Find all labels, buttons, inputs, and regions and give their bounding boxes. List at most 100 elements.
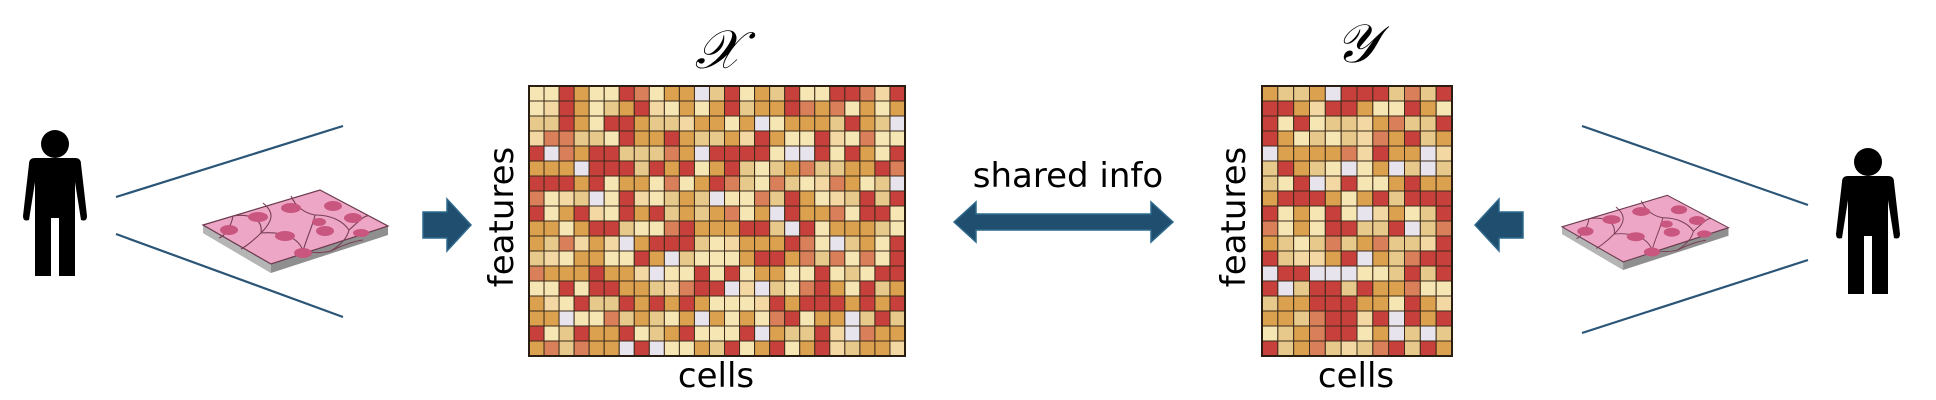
matrix-x-cell	[588, 325, 605, 342]
matrix-x-cell	[874, 130, 891, 147]
matrix-x-features-label: features	[482, 147, 522, 287]
matrix-x-cell	[814, 235, 831, 252]
matrix-x-cell	[799, 190, 816, 207]
matrix-x-cell	[829, 205, 846, 222]
matrix-x-cell	[558, 160, 575, 177]
matrix-y-cell	[1340, 160, 1358, 177]
matrix-x-cell	[528, 160, 545, 177]
matrix-x-cell	[663, 340, 680, 357]
matrix-y-cell	[1340, 130, 1358, 147]
matrix-y-cell	[1356, 325, 1374, 342]
matrix-x-cell	[754, 100, 771, 117]
matrix-x-cell	[814, 280, 831, 297]
matrix-x-cell	[558, 295, 575, 312]
matrix-x-cell	[648, 85, 665, 102]
matrix-x-cell	[829, 115, 846, 132]
matrix-y-cell	[1309, 325, 1326, 342]
matrix-y-cell	[1340, 145, 1358, 162]
matrix-x-cell	[769, 250, 786, 267]
matrix-x-cell	[859, 175, 876, 192]
matrix-y-grid	[1261, 85, 1453, 357]
matrix-x-cell	[724, 310, 741, 327]
matrix-x-cell	[859, 85, 876, 102]
left-subject	[23, 124, 389, 319]
matrix-x-cell	[588, 340, 605, 357]
matrix-x-cell	[754, 205, 771, 222]
matrix-x-cell	[844, 205, 861, 222]
matrix-y-cell	[1309, 220, 1326, 237]
matrix-y-cell	[1435, 250, 1453, 267]
matrix-x-cell	[754, 175, 771, 192]
matrix-x-cell	[859, 340, 876, 357]
matrix-y-cell	[1324, 310, 1342, 327]
matrix-x-cell	[724, 295, 741, 312]
matrix-x-cell	[724, 265, 741, 282]
matrix-x-cell	[799, 130, 816, 147]
matrix-x-cell	[799, 100, 816, 117]
matrix-y-cell	[1419, 205, 1437, 222]
matrix-x-cell	[799, 205, 816, 222]
matrix-x-cell	[844, 160, 861, 177]
right-arrow-left-icon	[1473, 197, 1524, 253]
matrix-y-cell	[1309, 100, 1326, 117]
right-sight-line-top	[1581, 124, 1809, 207]
matrix-x-cell	[528, 280, 545, 297]
matrix-x-cell	[693, 175, 710, 192]
matrix-x-cell	[618, 250, 635, 267]
matrix-x-cell	[799, 85, 816, 102]
matrix-x-cell	[784, 235, 801, 252]
matrix-x-cell	[633, 325, 650, 342]
matrix-y-cell	[1324, 265, 1342, 282]
matrix-x-cell	[678, 280, 695, 297]
matrix-y-cell	[1277, 205, 1295, 222]
matrix-x-cell	[769, 160, 786, 177]
matrix-x-cell	[708, 100, 726, 117]
matrix-x-cell	[889, 220, 906, 237]
matrix-x-cell	[663, 145, 680, 162]
matrix-x-cell	[874, 340, 891, 357]
matrix-y-cell	[1435, 265, 1453, 282]
matrix-x-cell	[603, 100, 620, 117]
matrix-x-cell	[769, 115, 786, 132]
matrix-x-cell	[588, 265, 605, 282]
matrix-x-cell	[603, 235, 620, 252]
matrix-x-cell	[769, 190, 786, 207]
matrix-x-cell	[648, 160, 665, 177]
matrix-x-cell	[678, 145, 695, 162]
matrix-y-cell	[1419, 310, 1437, 327]
matrix-y-cell	[1309, 175, 1326, 192]
matrix-x-cell	[588, 235, 605, 252]
matrix-x-cell	[558, 190, 575, 207]
matrix-x-cell	[678, 295, 695, 312]
matrix-y-cell	[1309, 265, 1326, 282]
matrix-y-cell	[1261, 220, 1279, 237]
matrix-x-cell	[543, 130, 560, 147]
matrix-x-cell	[708, 235, 726, 252]
matrix-x-cell	[663, 115, 680, 132]
matrix-y-cell	[1293, 220, 1311, 237]
matrix-x-cell	[739, 115, 756, 132]
matrix-y-cell	[1372, 340, 1390, 357]
matrix-x-cell	[678, 160, 695, 177]
matrix-x-cell	[678, 325, 695, 342]
matrix-y-cell	[1277, 340, 1295, 357]
matrix-x-cell	[588, 160, 605, 177]
matrix-y-cell	[1419, 100, 1437, 117]
matrix-x-cell	[678, 265, 695, 282]
matrix-x-cell	[633, 175, 650, 192]
matrix-x-cell	[633, 340, 650, 357]
matrix-x-cell	[528, 130, 545, 147]
matrix-x-cell	[708, 250, 726, 267]
matrix-y-cell	[1435, 160, 1453, 177]
matrix-y-cell	[1309, 340, 1326, 357]
matrix-x-cell	[573, 205, 590, 222]
matrix-x-cell	[739, 100, 756, 117]
matrix-y-cell	[1404, 145, 1421, 162]
matrix-x-cell	[814, 310, 831, 327]
matrix-x-cell	[678, 220, 695, 237]
matrix-x-cell	[874, 265, 891, 282]
matrix-x-cell	[829, 100, 846, 117]
matrix-x-cell	[799, 295, 816, 312]
matrix-x-cell	[708, 205, 726, 222]
matrix-y-cell	[1277, 310, 1295, 327]
